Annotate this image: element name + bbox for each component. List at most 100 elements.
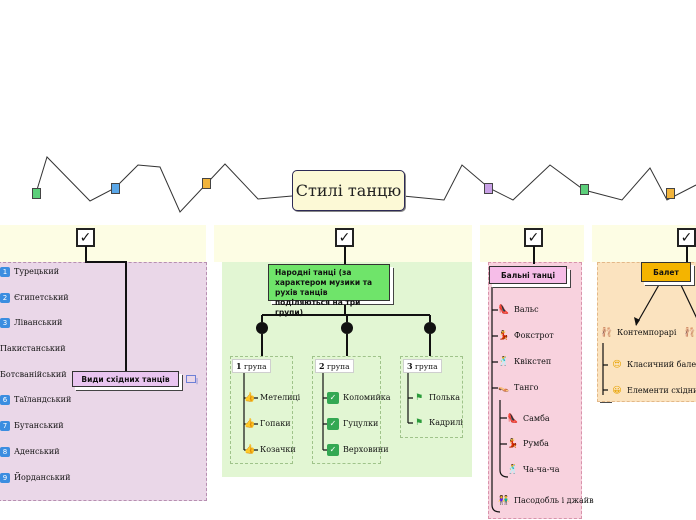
- list-item[interactable]: 2 Єгипетський: [0, 293, 69, 303]
- number-icon: 8: [0, 447, 10, 457]
- number-icon: 6: [0, 395, 10, 405]
- item-label: Ліванський: [14, 318, 63, 327]
- item-label: Вальс: [514, 305, 539, 314]
- item-label: Ботсванійський: [0, 370, 67, 379]
- thumbs-up-icon: 👍: [244, 419, 256, 429]
- group-number: 2: [319, 361, 325, 371]
- item-label: Гуцулки: [343, 419, 379, 428]
- list-item[interactable]: 🩰Контемпорарі: [601, 327, 676, 339]
- list-item[interactable]: ⚑ Полька: [413, 392, 460, 404]
- smiley-icon: 😍: [612, 360, 622, 370]
- thumbs-up-icon: 👍: [244, 393, 256, 403]
- group-3-label[interactable]: 3 група: [403, 359, 442, 373]
- shoe-icon: 👠: [507, 414, 519, 424]
- item-label: Класичний балет: [627, 360, 696, 369]
- list-item[interactable]: 👡 Танго: [498, 382, 538, 394]
- item-label: Полька: [429, 393, 460, 402]
- list-item[interactable]: 👫Пасодобль і джайв: [498, 495, 593, 507]
- list-item[interactable]: 👠Самба: [507, 413, 549, 425]
- item-label: Гопаки: [260, 419, 291, 428]
- item-label: Метелиці: [260, 393, 301, 402]
- slipper-icon: 🩰: [684, 328, 696, 338]
- item-label: Фокстрот: [514, 331, 554, 340]
- list-item[interactable]: 💃Румба: [507, 438, 549, 450]
- list-item[interactable]: 3 Ліванський: [0, 318, 62, 328]
- number-icon: 2: [0, 293, 10, 303]
- list-item[interactable]: 6 Таїландський: [0, 395, 71, 405]
- central-topic[interactable]: Стилі танцю: [292, 170, 405, 211]
- east-dances-label: Види східних танців: [81, 374, 170, 384]
- list-item[interactable]: 👍 Козачки: [244, 444, 296, 456]
- item-label: Пакистанський: [0, 344, 66, 353]
- list-item[interactable]: Ботсванійський: [0, 370, 67, 379]
- group-text: група: [326, 362, 350, 371]
- ballet-label: Балет: [653, 267, 679, 277]
- number-icon: 7: [0, 421, 10, 431]
- list-item[interactable]: 😀Елементи східних сти: [611, 385, 696, 397]
- shoe-icon: 👠: [498, 305, 510, 315]
- list-item[interactable]: 👍 Гопаки: [244, 418, 291, 430]
- item-label: Танго: [514, 383, 539, 392]
- dancer-icon: 💃: [498, 331, 510, 341]
- item-label: Кадрилі: [429, 418, 463, 427]
- east-band: [0, 225, 206, 262]
- checkbox-icon[interactable]: ✓: [76, 228, 95, 247]
- item-label: Квікстеп: [514, 357, 552, 366]
- document-icon: [580, 184, 589, 195]
- item-label: Єгипетський: [14, 293, 69, 302]
- number-icon: 1: [0, 267, 10, 277]
- list-item[interactable]: 😍 Класичний балет: [611, 359, 696, 371]
- check-icon: ✓: [327, 418, 339, 430]
- group-2-label[interactable]: 2 група: [315, 359, 354, 373]
- item-label: Турецький: [14, 267, 60, 276]
- number-icon: 3: [0, 318, 10, 328]
- list-item[interactable]: Пакистанський: [0, 344, 66, 353]
- ballet-node[interactable]: Балет: [641, 262, 691, 282]
- group-1-label[interactable]: 1 група: [232, 359, 271, 373]
- group-text: група: [414, 362, 438, 371]
- folk-dances-node[interactable]: Народні танці (за характером музики та р…: [268, 264, 390, 317]
- item-label: Коломийка: [343, 393, 391, 402]
- list-item[interactable]: ✓ Коломийка: [327, 392, 391, 404]
- list-item[interactable]: 🕺 Квікстеп: [498, 356, 551, 368]
- list-item[interactable]: 1 Турецький: [0, 267, 59, 277]
- item-label: Йорданський: [14, 473, 71, 482]
- item-label: Ча-ча-ча: [523, 465, 560, 474]
- item-label: Козачки: [260, 445, 296, 454]
- shoe-icon: 👡: [498, 383, 510, 393]
- dancer-icon: 🕺: [498, 357, 510, 367]
- group-2-box: [312, 356, 381, 464]
- check-icon: ✓: [327, 444, 339, 456]
- document-icon: [666, 188, 675, 199]
- list-item[interactable]: ✓ Гуцулки: [327, 418, 378, 430]
- couple-icon: 👫: [498, 496, 510, 506]
- check-icon: ✓: [327, 392, 339, 404]
- thumbs-up-icon: 👍: [244, 445, 256, 455]
- note-badge: |: [186, 375, 198, 385]
- list-item[interactable]: 💃 Фокстрот: [498, 330, 554, 342]
- flag-icon: ⚑: [414, 393, 424, 403]
- item-label: Елементи східних сти: [627, 386, 696, 395]
- document-icon: [484, 183, 493, 194]
- slipper-icon: 🩰: [601, 328, 613, 338]
- list-item[interactable]: 👍 Метелиці: [244, 392, 300, 404]
- list-item[interactable]: ⚑Кадрилі: [413, 417, 463, 429]
- document-icon: [32, 188, 41, 199]
- list-item[interactable]: 👠 Вальс: [498, 304, 539, 316]
- dancer-icon: 💃: [507, 439, 519, 449]
- list-item[interactable]: 🕺 Ча-ча-ча: [507, 464, 559, 476]
- ballroom-dances-node[interactable]: Бальні танці: [489, 266, 567, 284]
- dancer-icon: 🕺: [507, 465, 519, 475]
- group-number: 3: [407, 361, 413, 371]
- item-label: Аденський: [14, 447, 60, 456]
- list-item[interactable]: ✓Верховини: [327, 444, 389, 456]
- group-3-box: [400, 356, 463, 438]
- group-1-box: [230, 356, 293, 464]
- east-dances-node[interactable]: Види східних танців: [72, 371, 179, 387]
- list-item[interactable]: 8 Аденський: [0, 447, 60, 457]
- item-label: Таїландський: [14, 395, 72, 404]
